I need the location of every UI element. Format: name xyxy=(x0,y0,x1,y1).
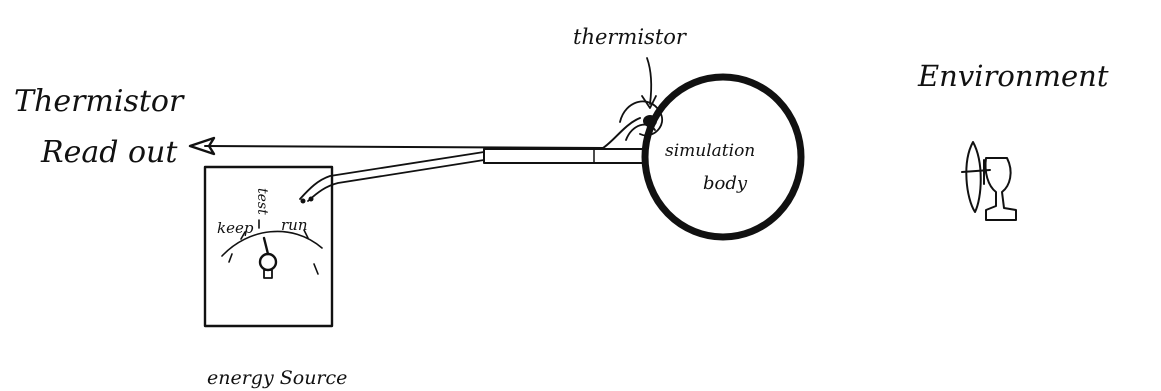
thermistor-pointer-arrow xyxy=(641,57,657,109)
thermistor-label: thermistor xyxy=(573,25,688,49)
environment-label: Environment xyxy=(917,59,1109,93)
fan-icon xyxy=(961,141,1017,221)
energy-source-label: energy Source xyxy=(207,367,347,389)
readout-arrow-head xyxy=(188,136,216,156)
energy-source-box xyxy=(203,165,334,328)
readout-label-line1: Thermistor xyxy=(14,84,185,119)
thermistor-bead xyxy=(619,100,663,141)
selector-knob-icon xyxy=(258,236,278,279)
readout-label-line2: Read out xyxy=(40,135,178,170)
readout-wire xyxy=(188,117,641,156)
body-label-line1: simulation xyxy=(665,141,755,161)
simulation-body xyxy=(641,73,805,241)
body-label-line2: body xyxy=(703,173,748,194)
probe-tube xyxy=(483,148,645,164)
energy-wire xyxy=(299,151,485,202)
switch-test-label: test xyxy=(254,188,270,215)
switch-keep-label: keep xyxy=(217,219,254,237)
switch-run-label: run xyxy=(281,216,308,234)
